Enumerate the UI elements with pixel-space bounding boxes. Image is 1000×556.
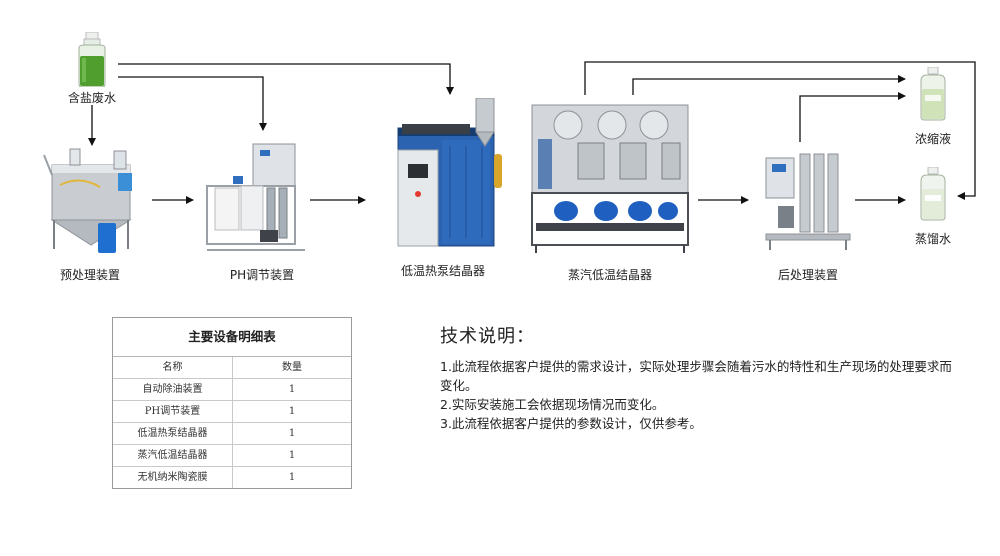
table-cell-name: PH调节装置 (113, 401, 233, 422)
arrow-steam-to-concentrate (632, 75, 906, 95)
ph-adjust-unit-image (206, 143, 305, 251)
table-cell-name: 无机纳米陶瓷膜 (113, 467, 233, 488)
table-row: 蒸汽低温结晶器 1 (113, 445, 351, 467)
process-flow-arrows (88, 61, 976, 204)
note-item: 3.此流程依据客户提供的参数设计，仅供参考。 (440, 416, 702, 431)
table-row: 自动除油装置 1 (113, 379, 351, 401)
distilled-water-bottle-icon (920, 167, 946, 221)
heat-pump-crystallizer-image (397, 98, 502, 247)
table-header-name: 名称 (113, 357, 233, 378)
table-cell-qty: 1 (288, 384, 296, 395)
steam-crystallizer-image (531, 104, 689, 253)
concentrate-bottle-icon (920, 67, 946, 121)
label-heat-pump-crystallizer: 低温热泵结晶器 (400, 264, 485, 278)
label-concentrate: 浓缩液 (914, 132, 951, 146)
notes-heading: 技术说明： (440, 326, 535, 347)
technical-notes: 技术说明： 1.此流程依据客户提供的需求设计，实际处理步骤会随着污水的特性和生产… (440, 322, 960, 433)
table-cell-name: 自动除油装置 (113, 379, 233, 400)
equipment-table: 主要设备明细表 名称 数量 自动除油装置 1 PH调节装置 1 低温热泵结晶器 … (112, 317, 352, 489)
label-post-treatment: 后处理装置 (777, 268, 838, 282)
label-saline-wastewater: 含盐废水 (67, 91, 116, 105)
label-ph-adjust: PH调节装置 (229, 268, 295, 282)
table-cell-name: 蒸汽低温结晶器 (113, 445, 233, 466)
label-steam-crystallizer: 蒸汽低温结晶器 (567, 268, 652, 282)
label-pretreatment: 预处理装置 (59, 268, 120, 282)
table-cell-qty: 1 (288, 428, 296, 439)
wastewater-bottle-icon (78, 32, 106, 87)
table-row: PH调节装置 1 (113, 401, 351, 423)
table-row: 低温热泵结晶器 1 (113, 423, 351, 445)
note-item: 1.此流程依据客户提供的需求设计，实际处理步骤会随着污水的特性和生产现场的处理要… (440, 359, 952, 393)
table-cell-name: 低温热泵结晶器 (113, 423, 233, 444)
table-header-qty: 数量 (282, 362, 302, 373)
table-title: 主要设备明细表 (113, 318, 351, 357)
arrow-steam-to-distilled (584, 61, 976, 200)
note-item: 2.实际安装施工会依据现场情况而变化。 (440, 397, 665, 412)
arrow-wastewater-to-ph (118, 76, 267, 131)
post-treatment-unit-image (765, 153, 851, 250)
table-cell-qty: 1 (288, 406, 296, 417)
pretreatment-unit-image (43, 148, 132, 253)
arrow-post-to-concentrate (799, 92, 906, 142)
arrow-wastewater-to-heatpump (118, 63, 454, 95)
table-header-row: 名称 数量 (113, 357, 351, 379)
label-distilled-water: 蒸馏水 (914, 232, 951, 246)
table-cell-qty: 1 (288, 472, 296, 483)
table-cell-qty: 1 (288, 450, 296, 461)
table-row: 无机纳米陶瓷膜 1 (113, 467, 351, 488)
